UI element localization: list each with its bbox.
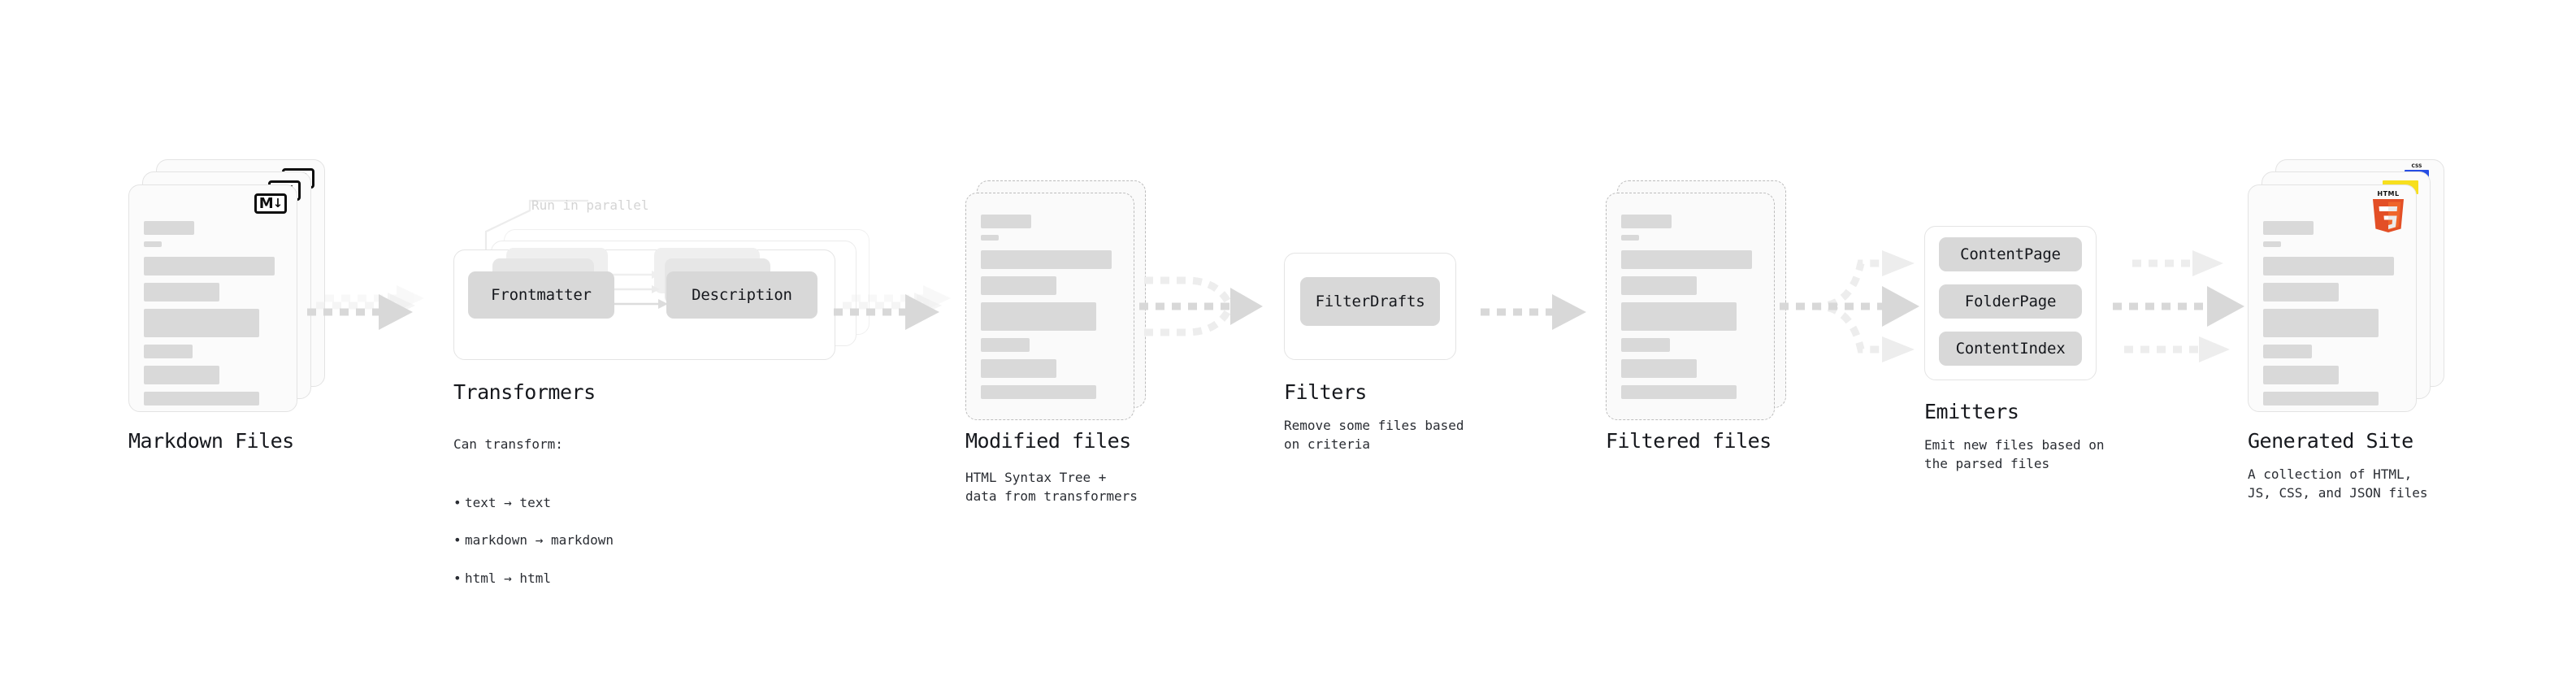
stage-subtitle-emitters: Emit new files based on the parsed files [1924, 437, 2105, 472]
transformers-capability-list: text → text markdown → markdown html → h… [453, 475, 614, 606]
css-icon-label: CSS [2411, 163, 2422, 169]
html5-icon-label: HTML [2377, 190, 2400, 197]
transformers-sub-head: Can transform: [453, 436, 563, 453]
markdown-icon: M↓ [254, 193, 287, 214]
list-item: text → text [453, 493, 614, 512]
stage-title-filtered-files: Filtered files [1606, 429, 1772, 453]
html5-icon: HTML [2370, 190, 2406, 232]
list-item: html → html [453, 569, 614, 588]
stage-subtitle-generated-site: A collection of HTML, JS, CSS, and JSON … [2248, 466, 2428, 501]
stage-title-transformers: Transformers [453, 380, 596, 404]
emitter-chip-folderpage[interactable]: FolderPage [1939, 284, 2082, 319]
modified-file-card-front [965, 193, 1134, 420]
stage-title-filters: Filters [1284, 380, 1367, 404]
stage-title-emitters: Emitters [1924, 400, 2019, 423]
arrow-markdown-to-transformers [307, 262, 437, 343]
stage-title-generated-site: Generated Site [2248, 429, 2413, 453]
document-placeholder-lines [1621, 215, 1761, 406]
markdown-icon-m: M [258, 194, 274, 212]
arrow-transformers-to-modified-files [834, 262, 964, 343]
stage-subtitle-transformers: Can transform: text → text markdown → ma… [453, 416, 614, 625]
filtered-file-card-front [1606, 193, 1775, 420]
stage-title-markdown-files: Markdown Files [128, 429, 294, 453]
document-placeholder-lines [144, 221, 284, 412]
markdown-icon-arrow: ↓ [272, 196, 284, 210]
document-placeholder-lines [2263, 221, 2403, 412]
emitter-chip-contentpage[interactable]: ContentPage [1939, 237, 2082, 271]
arrow-emitters-to-generated-site [2113, 244, 2259, 366]
transformer-chip-description[interactable]: Description [666, 271, 817, 319]
document-placeholder-lines [981, 215, 1121, 406]
generated-file-card-html: HTML [2248, 184, 2417, 412]
run-in-parallel-note: Run in parallel [531, 197, 649, 213]
stage-subtitle-modified-files: HTML Syntax Tree + data from transformer… [965, 470, 1138, 505]
filter-chip-filterdrafts[interactable]: FilterDrafts [1300, 277, 1440, 326]
arrow-modified-files-to-filters [1139, 262, 1286, 351]
transformer-chip-frontmatter[interactable]: Frontmatter [468, 271, 614, 319]
arrow-filters-to-filtered-files [1481, 262, 1611, 343]
stage-title-modified-files: Modified files [965, 429, 1131, 453]
list-item: markdown → markdown [453, 531, 614, 549]
markdown-file-card-front: M↓ [128, 184, 297, 412]
stage-subtitle-filters: Remove some files based on criteria [1284, 418, 1464, 453]
emitter-chip-contentindex[interactable]: ContentIndex [1939, 332, 2082, 366]
run-in-parallel-callout [484, 199, 598, 256]
arrow-filtered-files-to-emitters [1780, 244, 1934, 366]
